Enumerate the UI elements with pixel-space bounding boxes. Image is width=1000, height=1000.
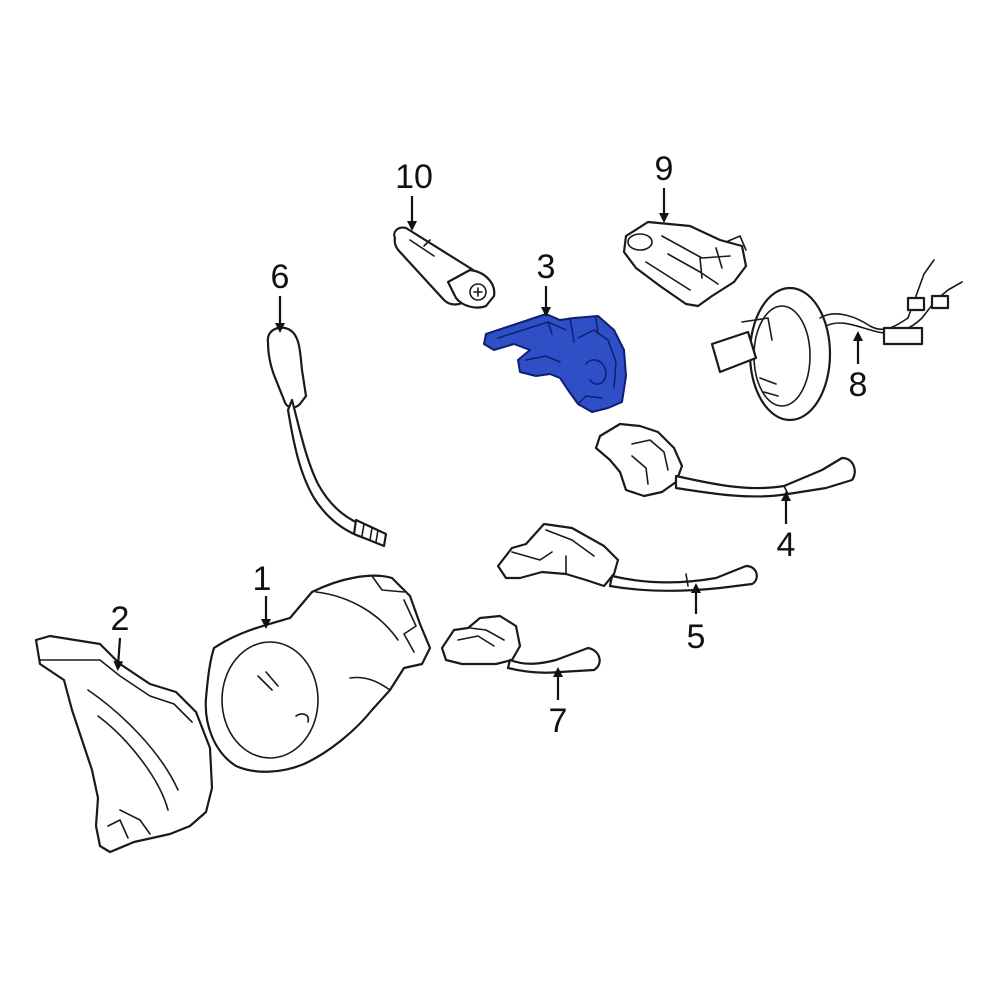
callout-label-7: 7 <box>549 702 568 740</box>
callout-6: 6 <box>271 258 290 333</box>
part-3-lock-housing-bracket[interactable] <box>483 313 627 413</box>
part-4-turn-signal-switch[interactable] <box>594 422 856 498</box>
callout-5: 5 <box>687 583 706 656</box>
callout-label-9: 9 <box>655 150 674 188</box>
part-7-switch[interactable] <box>440 614 601 674</box>
callout-4: 4 <box>777 491 796 564</box>
callout-1: 1 <box>253 560 272 629</box>
callout-label-10: 10 <box>395 158 433 196</box>
part-10-lock-cylinder[interactable] <box>393 226 496 309</box>
part-6-lever[interactable] <box>266 326 388 548</box>
callout-7: 7 <box>549 667 568 740</box>
part-1-column-cover-upper[interactable] <box>204 574 432 773</box>
callout-label-2: 2 <box>111 600 130 638</box>
callout-label-8: 8 <box>849 366 868 404</box>
part-5-switch[interactable] <box>496 522 758 592</box>
callout-label-3: 3 <box>537 248 556 286</box>
callout-label-4: 4 <box>777 526 796 564</box>
callout-label-6: 6 <box>271 258 290 296</box>
callout-3: 3 <box>537 248 556 317</box>
part-9-ignition-switch[interactable] <box>622 220 748 308</box>
callout-8: 8 <box>849 331 868 404</box>
part-8-clock-spring[interactable] <box>710 259 963 422</box>
part-2-column-cover-lower[interactable] <box>34 634 214 854</box>
callout-label-1: 1 <box>253 560 272 598</box>
callout-9: 9 <box>655 150 674 223</box>
callout-label-5: 5 <box>687 618 706 656</box>
callout-2: 2 <box>111 600 130 671</box>
callout-10: 10 <box>395 158 433 231</box>
